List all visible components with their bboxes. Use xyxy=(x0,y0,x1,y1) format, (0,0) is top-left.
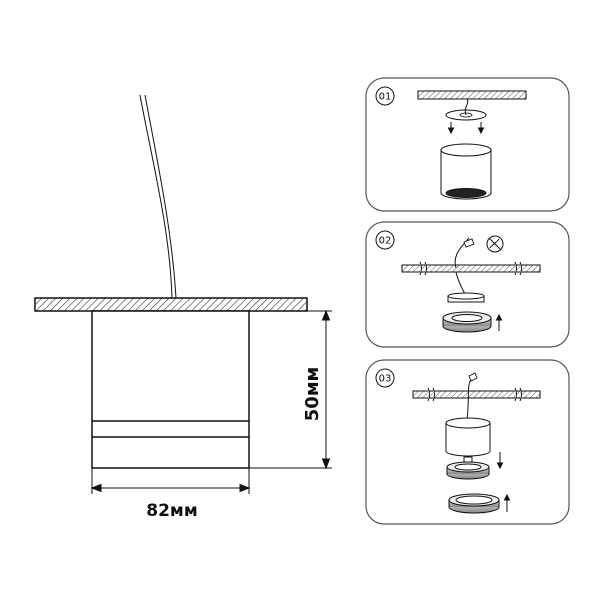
lamp-cylinder xyxy=(440,143,492,200)
width-dimension-line xyxy=(90,468,251,494)
no-wire-icon xyxy=(486,235,504,253)
up-arrow-icon xyxy=(495,313,503,331)
height-label: 50мм xyxy=(302,367,323,421)
step-number-badge xyxy=(375,230,395,250)
step-number: 03 xyxy=(379,374,392,385)
up-arrow-icon xyxy=(503,493,511,512)
step-number-badge xyxy=(375,86,395,106)
lamp-cylinder xyxy=(445,417,491,457)
ceiling xyxy=(412,387,541,402)
main-drawing: 50мм 82мм xyxy=(34,94,332,521)
ceiling xyxy=(417,90,527,100)
step-panel-01: 01 xyxy=(365,77,570,212)
adapter-ring xyxy=(442,311,492,333)
step-number: 01 xyxy=(379,92,392,103)
screw-arrow-icon xyxy=(447,122,485,135)
ceiling xyxy=(401,261,541,276)
down-arrow-icon xyxy=(496,452,504,470)
light-module xyxy=(446,456,490,480)
step-number-badge xyxy=(375,368,395,388)
adapter-ring xyxy=(448,493,500,514)
suspension-cable xyxy=(139,94,177,299)
step-panel-02: 02 xyxy=(365,221,570,348)
step-number: 02 xyxy=(379,236,392,247)
width-label: 82мм xyxy=(146,501,197,521)
height-dimension-line xyxy=(249,309,332,470)
mounting-plate xyxy=(447,292,485,303)
step-panel-03: 03 xyxy=(365,359,570,525)
ceiling-plate xyxy=(34,297,308,312)
lamp-body xyxy=(91,310,250,469)
